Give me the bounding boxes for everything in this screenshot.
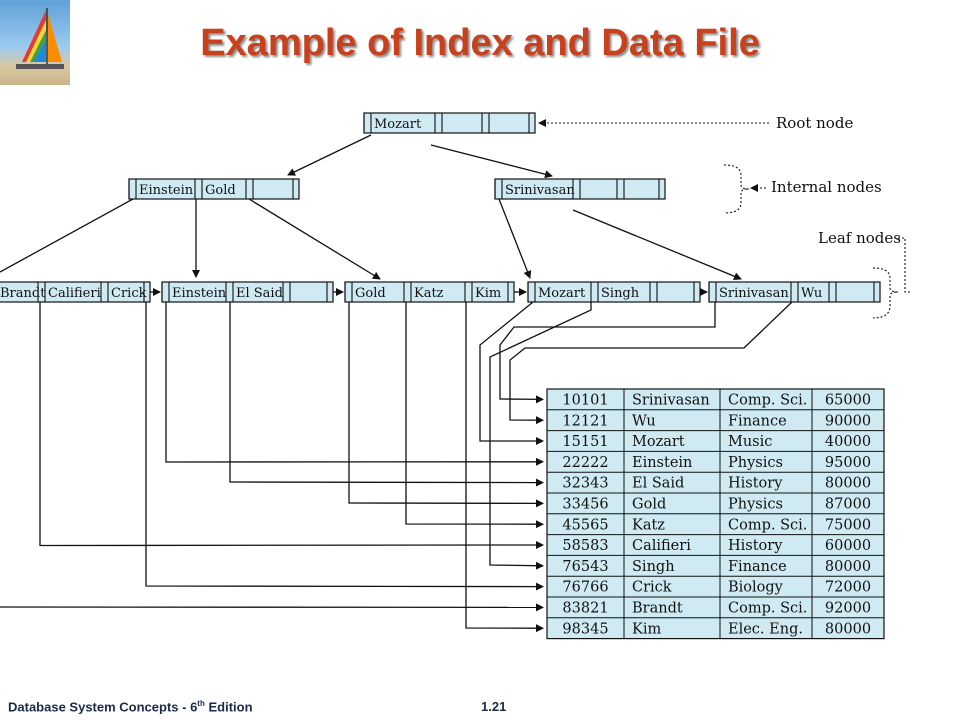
table-cell: 65000 xyxy=(825,393,871,409)
table-row: 15151 Mozart Music 40000 xyxy=(547,430,884,452)
table-cell: 72000 xyxy=(825,580,871,596)
table-cell: Wu xyxy=(632,413,656,429)
table-cell: Califieri xyxy=(632,538,691,554)
table-cell: Crick xyxy=(632,580,672,596)
leaf-nodes-brace xyxy=(872,267,899,319)
table-row: 10101 Srinivasan Comp. Sci. 65000 xyxy=(562,389,871,410)
node-key: Crick xyxy=(111,286,147,301)
node-key: Kim xyxy=(475,286,501,301)
table-cell: Gold xyxy=(632,497,666,513)
node-leaf4: Mozart Singh xyxy=(527,281,701,303)
table-cell: History xyxy=(728,476,783,492)
table-cell: 90000 xyxy=(825,413,871,429)
table-cell: 80000 xyxy=(825,559,871,575)
sailboat-icon xyxy=(16,8,64,69)
footer-page-number: 1.21 xyxy=(481,699,507,714)
table-cell: 76766 xyxy=(562,580,608,596)
table-row: 33456 Gold Physics 87000 xyxy=(547,492,884,514)
table-cell: 80000 xyxy=(825,621,871,637)
node-key: Srinivasan xyxy=(505,183,575,198)
table-cell: Kim xyxy=(632,621,661,637)
table-cell: 45565 xyxy=(562,517,608,533)
table-cell: Singh xyxy=(632,559,675,575)
table-cell: Einstein xyxy=(632,455,692,471)
node-leaf2: Einstein El Said xyxy=(161,281,334,303)
node-key: Gold xyxy=(355,286,386,301)
table-cell: 95000 xyxy=(825,455,871,471)
node-key: Singh xyxy=(601,286,640,301)
table-row: 12121 Wu Finance 90000 xyxy=(547,409,884,431)
table-cell: Brandt xyxy=(632,601,683,617)
table-row: 45565 Katz Comp. Sci. 75000 xyxy=(547,513,884,535)
node-key: Wu xyxy=(801,286,822,301)
node-leaf3: Gold Katz Kim xyxy=(344,281,515,303)
node-root: Mozart xyxy=(363,112,536,134)
table-cell: 60000 xyxy=(825,538,871,554)
table-cell: 87000 xyxy=(825,497,871,513)
table-cell: 10101 xyxy=(562,393,608,409)
internal-nodes-brace xyxy=(723,164,750,214)
node-internal-left: Einstein Gold xyxy=(128,178,300,200)
table-cell: Comp. Sci. xyxy=(728,517,807,533)
table-cell: 12121 xyxy=(562,413,608,429)
table-cell: 40000 xyxy=(825,434,871,450)
table-cell: 32343 xyxy=(562,476,608,492)
table-row: 32343 El Said History 80000 xyxy=(547,471,884,493)
table-cell: Music xyxy=(728,434,772,450)
table-cell: History xyxy=(728,538,783,554)
node-key: El Said xyxy=(236,286,283,301)
table-cell: 83821 xyxy=(562,601,608,617)
node-key: Brandt xyxy=(0,286,46,301)
table-cell: 92000 xyxy=(825,601,871,617)
table-cell: Finance xyxy=(728,559,787,575)
node-key: Einstein xyxy=(172,286,227,301)
table-cell: 22222 xyxy=(562,455,608,471)
leaf-nodes-pointer xyxy=(898,237,911,293)
table-cell: Physics xyxy=(728,455,783,471)
table-row: 22222 Einstein Physics 95000 xyxy=(547,450,884,473)
table-cell: 58583 xyxy=(562,538,608,554)
table-cell: Srinivasan xyxy=(632,393,710,409)
node-key: Mozart xyxy=(538,286,586,301)
footer-book-title: Database System Concepts - 6th Edition xyxy=(8,699,253,715)
table-cell: 80000 xyxy=(825,476,871,492)
node-key: Katz xyxy=(414,286,444,301)
table-cell: Biology xyxy=(728,580,784,596)
table-cell: 98345 xyxy=(562,621,608,637)
table-row: 98345 Kim Elec. Eng. 80000 xyxy=(547,617,884,639)
node-key: Einstein xyxy=(139,183,194,198)
table-cell: Katz xyxy=(632,517,665,533)
table-cell: Mozart xyxy=(632,434,685,450)
table-cell: Finance xyxy=(728,413,787,429)
table-cell: 76543 xyxy=(562,559,608,575)
node-leaf5: Srinivasan Wu xyxy=(708,281,881,303)
root-node-label: Root node xyxy=(776,114,853,132)
table-cell: Comp. Sci. xyxy=(728,393,807,409)
slide-title: Example of Index and Data File xyxy=(200,22,760,64)
table-cell: 75000 xyxy=(825,517,871,533)
table-cell: Comp. Sci. xyxy=(728,601,807,617)
table-cell: Elec. Eng. xyxy=(728,621,803,637)
table-cell: 15151 xyxy=(562,434,608,450)
table-cell: El Said xyxy=(632,476,684,492)
table-row: 76766 Crick Biology 72000 xyxy=(547,575,884,597)
node-key: Srinivasan xyxy=(719,286,789,301)
table-row: 76543 Singh Finance 80000 xyxy=(547,554,884,577)
leaf-nodes-label: Leaf nodes xyxy=(818,229,901,247)
table-cell: 33456 xyxy=(562,497,608,513)
internal-nodes-label: Internal nodes xyxy=(771,178,882,196)
table-cell: Physics xyxy=(728,497,783,513)
node-internal-right: Srinivasan xyxy=(494,178,666,200)
table-row: 83821 Brandt Comp. Sci. 92000 xyxy=(547,596,884,618)
table-row: 58583 Califieri History 60000 xyxy=(547,534,884,556)
node-key: Gold xyxy=(205,183,236,198)
node-key: Mozart xyxy=(374,117,422,132)
sailboat-logo xyxy=(0,0,70,85)
node-key: Califieri xyxy=(48,286,101,301)
